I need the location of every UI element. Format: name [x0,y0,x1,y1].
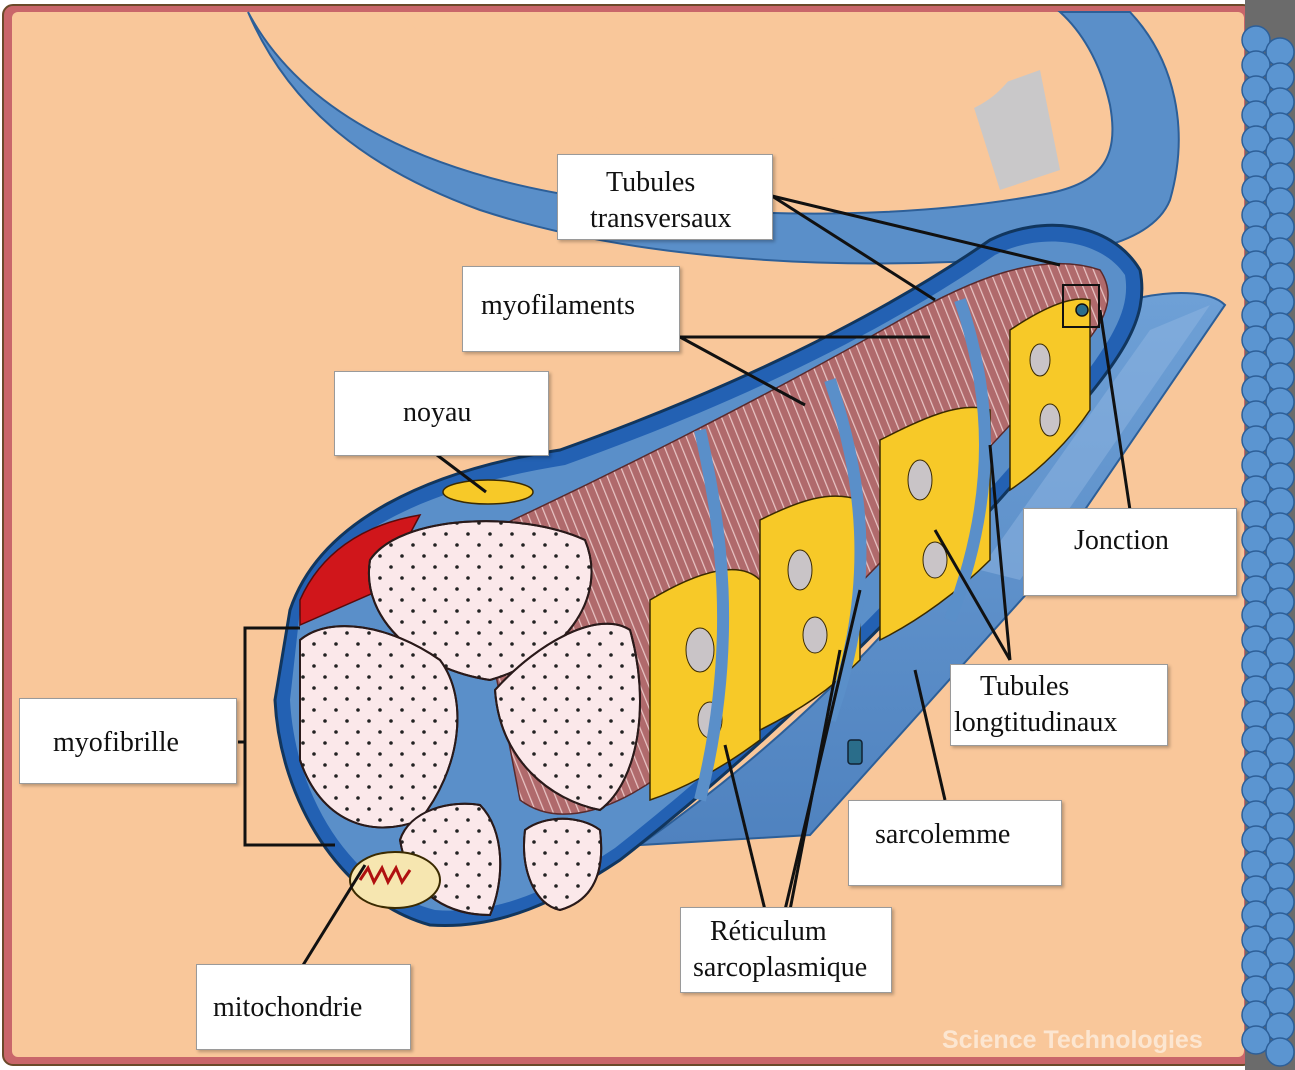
label-tubules-transversaux-line1: Tubules [590,165,772,201]
label-tubules-longitudinaux-line2: longtitudinaux [954,705,1167,741]
label-myofibrille-text: myofibrille [53,725,236,761]
label-tubules-longitudinaux-line1: Tubules [954,669,1167,705]
label-reticulum-line2: sarcoplasmique [693,950,891,986]
pore-icon [848,740,862,764]
mitochondrion [350,852,440,908]
label-tubules-transversaux: Tubules transversaux [557,154,773,240]
label-sarcolemme-text: sarcolemme [875,817,1061,853]
sidebar-beads [1242,26,1294,1066]
label-mitochondrie-text: mitochondrie [213,990,410,1026]
label-tubules-longitudinaux: Tubules longtitudinaux [950,664,1168,746]
label-reticulum-line1: Réticulum [693,914,891,950]
sidebar-bead [1266,1038,1294,1066]
label-jonction: Jonction [1023,508,1237,596]
label-tubules-transversaux-line2: transversaux [590,201,772,237]
label-sarcolemme: sarcolemme [848,800,1062,886]
label-jonction-text: Jonction [1074,523,1236,559]
nucleus [443,480,533,504]
label-myofilaments-text: myofilaments [481,288,679,324]
label-noyau-text: noyau [403,395,548,431]
label-mitochondrie: mitochondrie [196,964,411,1050]
label-noyau: noyau [334,371,549,456]
label-myofibrille: myofibrille [19,698,237,784]
label-myofilaments: myofilaments [462,266,680,352]
watermark: Science Technologies [942,1026,1203,1055]
label-reticulum: Réticulum sarcoplasmique [680,907,892,993]
